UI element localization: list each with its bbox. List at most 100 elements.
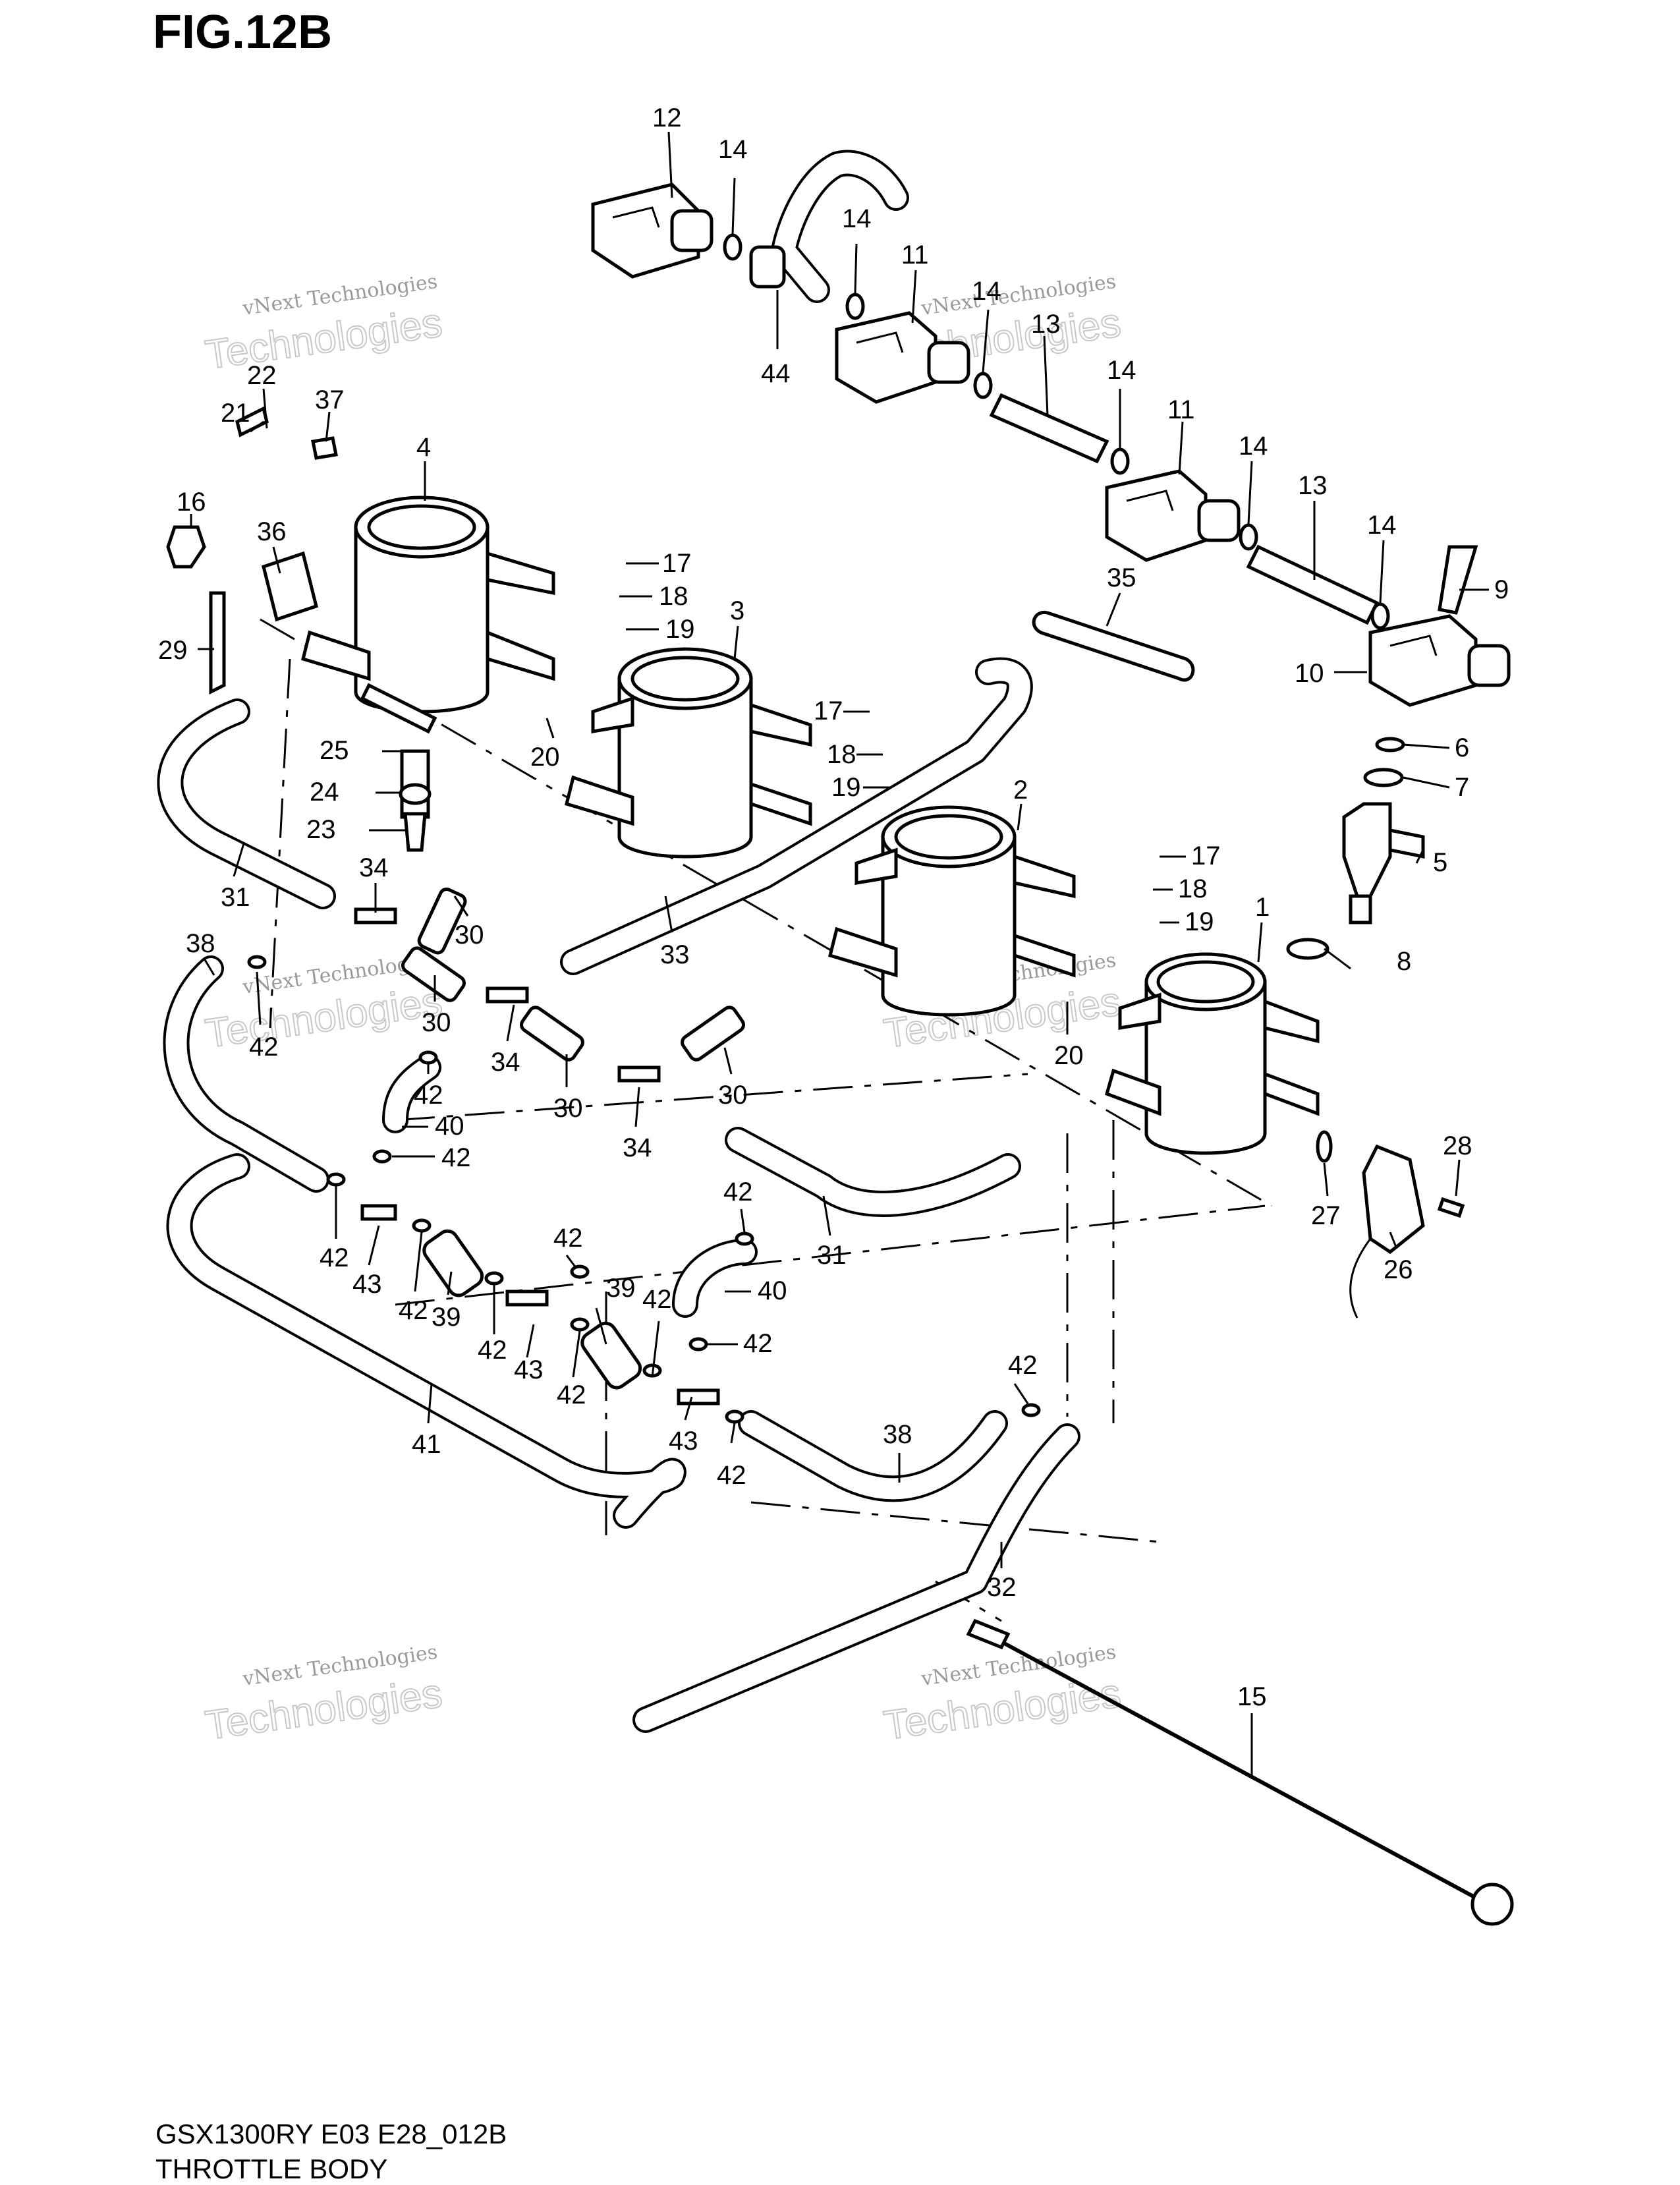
- leader-lines: [190, 131, 1489, 1779]
- throttle-body-2: [827, 805, 1076, 1017]
- callout-42: 42: [441, 1143, 471, 1172]
- callout-1: 1: [1255, 893, 1270, 922]
- callout-26: 26: [1384, 1255, 1413, 1284]
- callout-41: 41: [412, 1430, 441, 1459]
- callout-39: 39: [432, 1303, 461, 1332]
- callout-17: 17: [1191, 841, 1221, 870]
- callout-43: 43: [669, 1427, 698, 1456]
- figure-name: THROTTLE BODY: [155, 2153, 388, 2184]
- callout-25: 25: [320, 736, 349, 765]
- watermark-top-left: vNext Technologies Technologies: [202, 270, 445, 379]
- callout-18: 18: [827, 740, 856, 769]
- svg-text:Technologies: Technologies: [202, 979, 445, 1057]
- callout-31: 31: [221, 883, 250, 912]
- throttle-body-3: [564, 647, 812, 859]
- callout-7: 7: [1455, 773, 1469, 802]
- callout-13: 13: [1031, 310, 1061, 339]
- throttle-cable-15: [966, 1618, 1514, 1926]
- callout-30: 30: [553, 1094, 583, 1123]
- callout-31: 31: [817, 1241, 847, 1270]
- callout-42: 42: [478, 1336, 507, 1365]
- callout-21: 21: [221, 399, 250, 428]
- callout-11: 11: [901, 241, 929, 270]
- callout-12: 12: [652, 103, 682, 132]
- callout-28: 28: [1443, 1131, 1472, 1160]
- bracket-35: [1032, 610, 1195, 682]
- callout-24: 24: [310, 778, 339, 807]
- callout-42: 42: [249, 1033, 279, 1062]
- watermark-low-center: vNext Technologies Technologies: [880, 1641, 1124, 1749]
- callout-30: 30: [455, 921, 484, 950]
- callout-44: 44: [761, 359, 791, 388]
- hoses: [157, 657, 1080, 1733]
- callout-10: 10: [1295, 659, 1324, 688]
- callout-40: 40: [435, 1112, 464, 1141]
- callout-23: 23: [306, 815, 336, 844]
- callout-42: 42: [553, 1224, 583, 1253]
- callout-42: 42: [320, 1243, 349, 1272]
- callout-5: 5: [1433, 848, 1447, 877]
- callout-27: 27: [1311, 1201, 1341, 1230]
- callout-15: 15: [1237, 1682, 1267, 1711]
- throttle-body-1: [1104, 952, 1320, 1155]
- callout-4: 4: [416, 433, 431, 462]
- callout-14: 14: [842, 204, 872, 233]
- callout-42: 42: [723, 1178, 753, 1206]
- model-code: GSX1300RY E03 E28_012B: [155, 2118, 507, 2149]
- hose-joints-and-clamps: [247, 888, 1041, 1424]
- callout-17: 17: [814, 696, 843, 725]
- callout-8: 8: [1397, 947, 1411, 976]
- callout-18: 18: [1178, 874, 1208, 903]
- callout-14: 14: [1239, 432, 1268, 461]
- callout-32: 32: [987, 1573, 1017, 1602]
- callout-20: 20: [1054, 1041, 1084, 1070]
- callout-43: 43: [514, 1355, 544, 1384]
- svg-text:Technologies: Technologies: [202, 1670, 445, 1749]
- callout-34: 34: [359, 853, 389, 882]
- callout-19: 19: [665, 615, 695, 644]
- callout-3: 3: [730, 596, 744, 625]
- callout-20: 20: [530, 743, 560, 772]
- callout-40: 40: [758, 1276, 787, 1305]
- callout-38: 38: [883, 1420, 912, 1449]
- callout-36: 36: [257, 517, 287, 546]
- callout-38: 38: [186, 929, 215, 958]
- callout-14: 14: [1367, 511, 1397, 540]
- callout-34: 34: [491, 1048, 520, 1077]
- callout-22: 22: [247, 361, 277, 390]
- figure-title: FIG.12B: [153, 6, 333, 59]
- callout-19: 19: [1185, 907, 1214, 936]
- callout-42: 42: [642, 1285, 672, 1314]
- callout-30: 30: [422, 1008, 451, 1037]
- callout-42: 42: [557, 1380, 586, 1409]
- callout-13: 13: [1298, 471, 1328, 500]
- fuel-injector-5: [1286, 737, 1425, 960]
- svg-text:Technologies: Technologies: [202, 300, 445, 378]
- callout-16: 16: [177, 488, 206, 517]
- callout-33: 33: [660, 940, 690, 969]
- watermark-low-left: vNext Technologies Technologies: [202, 1641, 445, 1749]
- callout-39: 39: [606, 1274, 636, 1303]
- callout-34: 34: [623, 1133, 652, 1162]
- callout-42: 42: [743, 1329, 773, 1358]
- callout-42: 42: [399, 1296, 428, 1325]
- fuel-delivery-assembly: [591, 150, 1511, 707]
- callout-18: 18: [659, 582, 688, 611]
- callout-42: 42: [717, 1461, 746, 1490]
- linkage-parts: [166, 406, 432, 852]
- callout-labels: 12 14 14 11 14 13 44 14 11 14 13 14 9 10…: [158, 103, 1509, 1711]
- callout-14: 14: [718, 135, 748, 164]
- callout-37: 37: [315, 385, 345, 414]
- throttle-position-sensor: [1316, 1130, 1465, 1319]
- throttle-body-4: [300, 496, 555, 734]
- callout-19: 19: [831, 773, 861, 802]
- callout-29: 29: [158, 636, 188, 665]
- callout-2: 2: [1013, 776, 1028, 805]
- callout-42: 42: [414, 1081, 443, 1110]
- callout-9: 9: [1494, 575, 1509, 604]
- callout-14: 14: [972, 277, 1001, 306]
- svg-text:Technologies: Technologies: [881, 1670, 1123, 1749]
- callout-43: 43: [352, 1270, 382, 1299]
- callout-14: 14: [1107, 356, 1136, 385]
